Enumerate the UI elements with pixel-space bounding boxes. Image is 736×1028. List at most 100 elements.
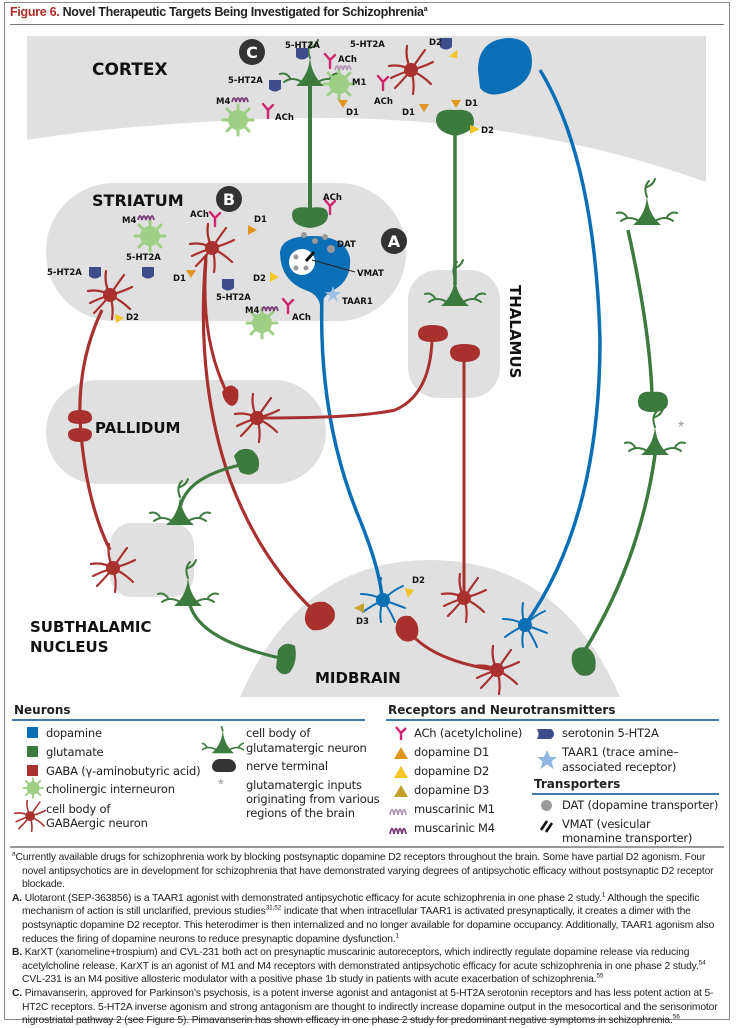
- legend-item-glu-inputs-1: glutamatergic inputs: [246, 778, 362, 792]
- reference: 1: [395, 932, 400, 940]
- thalamus-region: [408, 270, 500, 398]
- footnote-intro-text: Currently available drugs for schizophre…: [15, 852, 714, 891]
- legend-item-d1: dopamine D1: [414, 745, 490, 759]
- label-ach: ACh: [292, 313, 311, 323]
- legend-neurons-heading: Neurons: [14, 703, 71, 717]
- legend-item-glu-inputs-3: regions of the brain: [246, 806, 355, 820]
- muscarinic-m4-icon: [389, 827, 407, 835]
- nerve-terminal-icon: [212, 759, 236, 772]
- serotonin-receptor: [222, 279, 234, 291]
- d1-receptor: [186, 270, 196, 278]
- region-label-striatum: STRIATUM: [92, 191, 184, 210]
- footnote-a-text: indicate that when intracellular TAAR1 i…: [22, 906, 715, 945]
- vmat-pointer-line: [311, 259, 356, 273]
- reference: 54: [698, 959, 706, 967]
- legend-item-m1: muscarinic M1: [414, 802, 495, 816]
- glutamate-axon-pallidum: [178, 463, 241, 521]
- neural-pathway-diagram: CORTEX STRIATUM PALLIDUM SUBTHALAMIC NUC…: [27, 36, 706, 697]
- legend-transporters-heading: Transporters: [534, 777, 621, 791]
- label-5ht2a: 5-HT2A: [126, 253, 161, 263]
- label-m4: M4: [216, 97, 230, 107]
- label-m4: M4: [122, 216, 136, 226]
- serotonin-receptor: [89, 267, 101, 279]
- footnote-c-text: Pimavanserin, approved for Parkinson’s p…: [22, 987, 718, 1027]
- legend-item-vmat-1: VMAT (vesicular: [562, 817, 651, 831]
- d1-receptor: [338, 100, 348, 108]
- star-taar1-icon: [537, 750, 557, 769]
- reference: 56: [672, 1013, 680, 1021]
- cholinergic-interneuron-icon: [22, 777, 44, 799]
- legend-item-gaba-cell-1: cell body of: [46, 802, 111, 816]
- footnote-mark: a: [12, 850, 16, 858]
- region-label-midbrain: MIDBRAIN: [315, 669, 401, 687]
- label-d2: D2: [412, 576, 425, 586]
- footnote-b-text: CVL-231 is an M4 positive allosteric mod…: [22, 974, 597, 986]
- footnotes: aCurrently available drugs for schizophr…: [12, 851, 724, 1028]
- label-ach: ACh: [275, 113, 294, 123]
- triangle-d2-icon: [394, 766, 408, 778]
- circle-dat-icon: [541, 800, 552, 811]
- region-label-nucleus: NUCLEUS: [30, 638, 109, 656]
- cholinergic-interneuron: [322, 67, 356, 101]
- marker-b: B: [216, 186, 242, 212]
- vmat-transporter: [304, 251, 316, 262]
- region-label-thalamus: THALAMUS: [506, 285, 524, 378]
- label-m1: M1: [352, 78, 366, 88]
- footnote-c: C. Pimavanserin, approved for Parkinson’…: [12, 987, 724, 1028]
- region-label-pallidum: PALLIDUM: [95, 419, 180, 437]
- d2-receptor: [270, 272, 279, 282]
- glutamate-terminal-cortex: [436, 109, 474, 136]
- gaba-axon-pallidum-thalamus: [263, 339, 434, 420]
- legend-item-d2: dopamine D2: [414, 764, 490, 778]
- legend-item-vmat-2: monamine transporter): [562, 831, 693, 845]
- square-gaba-icon: [27, 765, 38, 776]
- legend-receptors-rule: [386, 719, 719, 721]
- legend-item-gaba: GABA (γ-aminobutyric acid): [46, 764, 201, 778]
- serotonin-receptor: [269, 80, 281, 92]
- footnote-a-text: Ulotaront (SEP-363856) is a TAAR1 agonis…: [22, 892, 602, 904]
- legend-item-dat: DAT (dopamine transporter): [562, 798, 719, 812]
- glutamatergic-cell-body-icon: [202, 726, 244, 755]
- region-label-subthalamic: SUBTHALAMIC: [30, 618, 152, 636]
- dopamine-molecule: [312, 238, 318, 244]
- title-divider: [10, 24, 724, 25]
- legend-item-gaba-cell-2: GABAergic neuron: [46, 816, 148, 830]
- title-footnote-mark: a: [423, 5, 428, 13]
- legend-item-ach: ACh (acetylcholine): [414, 726, 523, 740]
- notes-divider: [10, 846, 724, 848]
- legend-item-m4: muscarinic M4: [414, 821, 495, 835]
- dopamine-axon-cortex: [523, 69, 602, 627]
- ach-receptor-icon: [395, 726, 407, 740]
- glutamate-terminal-striatum: [292, 207, 328, 228]
- square-dopamine-icon: [27, 727, 38, 738]
- muscarinic-m1-icon: [389, 808, 407, 816]
- legend-transporters-rule: [532, 793, 719, 795]
- label-5ht2a: 5-HT2A: [285, 41, 320, 51]
- legend-item-dopamine: dopamine: [46, 726, 102, 740]
- dopamine-molecule: [293, 254, 299, 260]
- label-m4: M4: [245, 306, 259, 316]
- gaba-axon-striatum-pallidum: [203, 259, 230, 396]
- cholinergic-interneuron: [221, 103, 255, 137]
- triangle-d3-icon: [394, 785, 408, 797]
- label-d2: D2: [481, 126, 494, 136]
- cortex-region: [27, 36, 706, 182]
- asterisk-icon: *: [678, 419, 684, 436]
- label-d1: D1: [254, 215, 267, 225]
- triangle-d1-icon: [394, 747, 408, 759]
- legend-item-taar1-2: associated receptor): [562, 760, 677, 774]
- cortex-glutamate-neuron-right: [616, 178, 678, 226]
- gaba-terminal-pallidum: [68, 428, 92, 442]
- reference: 1: [601, 891, 606, 899]
- region-label-cortex: CORTEX: [92, 60, 168, 80]
- d2-receptor: [470, 125, 480, 134]
- label-dat: DAT: [337, 240, 356, 250]
- glutamate-terminal-midbrain-right: [571, 647, 596, 676]
- footnote-a: A. Ulotaront (SEP-363856) is a TAAR1 ago…: [12, 892, 724, 946]
- label-d1: D1: [465, 99, 478, 109]
- label-ach: ACh: [338, 55, 357, 65]
- label-5ht2a: 5-HT2A: [216, 293, 251, 303]
- gaba-terminal-thalamus-2: [450, 344, 480, 362]
- gaba-terminal-pallidum: [68, 410, 92, 424]
- figure-title-text: Novel Therapeutic Targets Being Investig…: [59, 5, 424, 19]
